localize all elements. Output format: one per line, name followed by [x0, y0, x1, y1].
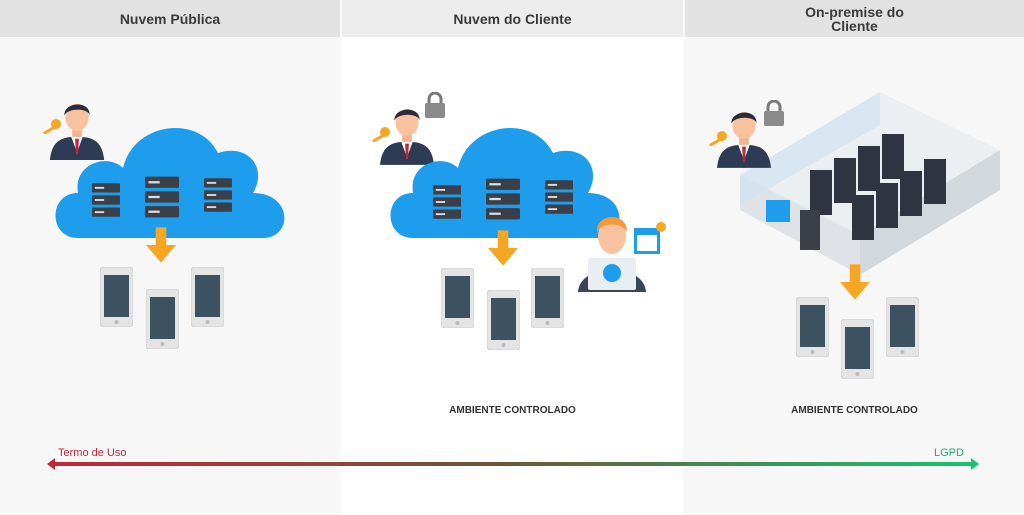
column-title: Nuvem Pública	[0, 0, 340, 37]
key-icon	[709, 131, 727, 146]
phone-icon	[100, 267, 133, 327]
server-icon	[486, 178, 520, 220]
ambiente-controlado-label: AMBIENTE CONTROLADO	[791, 405, 918, 416]
admin-with-laptop-icon	[578, 217, 666, 292]
server-icon	[545, 180, 573, 214]
phone-icon	[841, 319, 874, 379]
column-title: Nuvem do Cliente	[342, 0, 683, 37]
public-cloud-group	[43, 103, 285, 349]
key-icon	[43, 119, 61, 134]
phone-icon	[531, 268, 564, 328]
ambiente-controlado-label: AMBIENTE CONTROLADO	[449, 405, 576, 416]
phone-icon	[487, 290, 520, 350]
column-nuvem-publica: Nuvem Pública	[0, 0, 340, 515]
user-icon	[49, 103, 105, 160]
lock-icon	[764, 100, 784, 126]
on-premise-group	[709, 92, 1000, 379]
server-room-icon	[740, 92, 1000, 275]
phone-icon	[191, 267, 224, 327]
server-icon	[433, 185, 461, 219]
column-on-premise: On-premise do Cliente AMBIENTE CONTROLAD…	[685, 0, 1024, 515]
phone-icon	[796, 297, 829, 357]
lock-icon	[425, 92, 445, 118]
compliance-scale-arrow	[47, 458, 979, 470]
server-icon	[92, 183, 120, 217]
client-cloud-group	[372, 92, 666, 350]
phone-icon	[441, 268, 474, 328]
lgpd-label: LGPD	[934, 447, 964, 459]
key-icon	[372, 127, 390, 142]
column-nuvem-do-cliente: Nuvem do Cliente AMBIENTE CONTROLADO	[342, 0, 683, 515]
column-title: On-premise do Cliente	[685, 0, 1024, 37]
phone-icon	[886, 297, 919, 357]
arrow-right-icon	[971, 458, 979, 470]
server-icon	[204, 178, 232, 212]
phone-icon	[146, 289, 179, 349]
termo-de-uso-label: Termo de Uso	[58, 447, 127, 459]
server-icon	[145, 176, 179, 218]
arrow-left-icon	[47, 458, 55, 470]
